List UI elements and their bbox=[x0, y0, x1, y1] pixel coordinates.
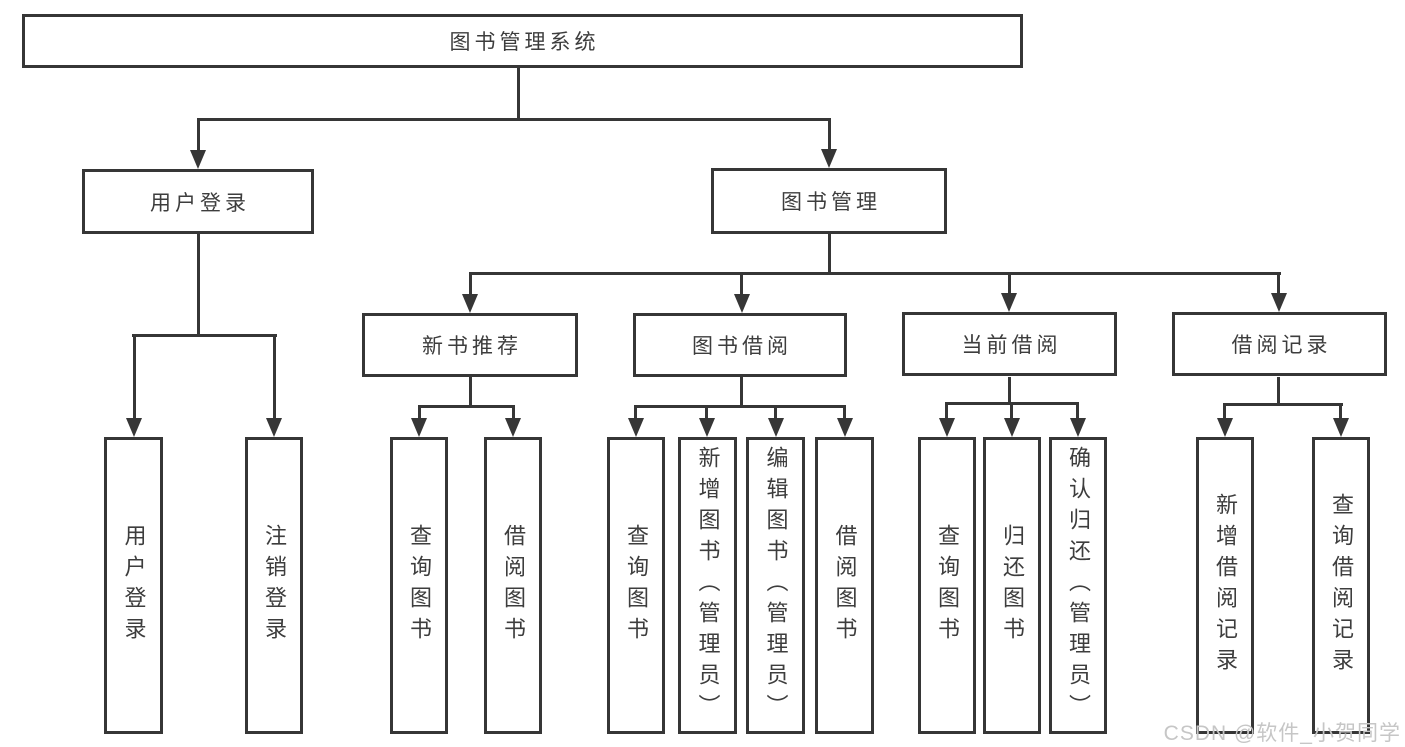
arrowhead-icon bbox=[266, 418, 282, 437]
connector-line bbox=[1224, 403, 1343, 406]
arrowhead-icon bbox=[768, 418, 784, 437]
connector-line bbox=[512, 405, 515, 420]
connector-line bbox=[1076, 402, 1079, 420]
node-current-borrowing: 当前借阅 bbox=[902, 312, 1117, 376]
arrowhead-icon bbox=[411, 418, 427, 437]
arrowhead-icon bbox=[628, 418, 644, 437]
connector-line bbox=[1008, 272, 1011, 298]
connector-line bbox=[132, 334, 277, 337]
connector-line bbox=[1339, 403, 1342, 418]
arrowhead-icon bbox=[1333, 418, 1349, 437]
connector-line bbox=[740, 377, 743, 408]
arrowhead-icon bbox=[734, 294, 750, 313]
arrowhead-icon bbox=[1271, 293, 1287, 312]
connector-line bbox=[828, 118, 831, 154]
connector-line bbox=[945, 402, 948, 420]
node-book-borrowing: 图书借阅 bbox=[633, 313, 847, 377]
node-book-management: 图书管理 bbox=[711, 168, 947, 234]
connector-line bbox=[1010, 402, 1013, 420]
connector-line bbox=[469, 377, 472, 408]
arrowhead-icon bbox=[821, 149, 837, 168]
arrowhead-icon bbox=[1001, 293, 1017, 312]
connector-line bbox=[469, 272, 472, 298]
connector-line bbox=[1277, 272, 1280, 298]
connector-line bbox=[197, 118, 831, 121]
leaf-add-books-admin: 新增图书（管理员） bbox=[678, 437, 737, 734]
leaf-logout: 注销登录 bbox=[245, 437, 303, 734]
connector-line bbox=[635, 405, 846, 408]
arrowhead-icon bbox=[126, 418, 142, 437]
connector-line bbox=[197, 118, 200, 154]
arrowhead-icon bbox=[837, 418, 853, 437]
connector-line bbox=[197, 234, 200, 337]
connector-line bbox=[1008, 377, 1011, 405]
leaf-confirm-return-admin: 确认归还（管理员） bbox=[1049, 437, 1107, 734]
watermark: CSDN @软件_小贺同学 bbox=[1163, 722, 1401, 745]
connector-line bbox=[1223, 403, 1226, 418]
connector-line bbox=[634, 405, 637, 420]
leaf-query-books-recommend: 查询图书 bbox=[390, 437, 448, 734]
arrowhead-icon bbox=[1004, 418, 1020, 437]
connector-line bbox=[1277, 377, 1280, 406]
arrowhead-icon bbox=[699, 418, 715, 437]
leaf-query-borrow-record: 查询借阅记录 bbox=[1312, 437, 1370, 734]
leaf-return-books: 归还图书 bbox=[983, 437, 1041, 734]
connector-line bbox=[133, 334, 136, 422]
node-borrowing-records: 借阅记录 bbox=[1172, 312, 1387, 376]
arrowhead-icon bbox=[190, 150, 206, 169]
connector-line bbox=[774, 405, 777, 420]
arrowhead-icon bbox=[1070, 418, 1086, 437]
leaf-borrow-books-recommend: 借阅图书 bbox=[484, 437, 542, 734]
node-user-login-group: 用户登录 bbox=[82, 169, 314, 234]
node-root-library-management-system: 图书管理系统 bbox=[22, 14, 1023, 68]
connector-line bbox=[273, 334, 276, 422]
leaf-add-borrow-record: 新增借阅记录 bbox=[1196, 437, 1254, 734]
connector-line bbox=[705, 405, 708, 420]
leaf-user-login: 用户登录 bbox=[104, 437, 163, 734]
arrowhead-icon bbox=[462, 294, 478, 313]
connector-line bbox=[418, 405, 421, 420]
connector-line bbox=[469, 272, 1281, 275]
leaf-query-books-current: 查询图书 bbox=[918, 437, 976, 734]
connector-line bbox=[517, 68, 520, 121]
connector-line bbox=[843, 405, 846, 420]
arrowhead-icon bbox=[939, 418, 955, 437]
leaf-borrow-books: 借阅图书 bbox=[815, 437, 874, 734]
leaf-query-books-borrowing: 查询图书 bbox=[607, 437, 665, 734]
leaf-edit-books-admin: 编辑图书（管理员） bbox=[746, 437, 805, 734]
connector-line bbox=[828, 234, 831, 275]
arrowhead-icon bbox=[505, 418, 521, 437]
arrowhead-icon bbox=[1217, 418, 1233, 437]
node-new-book-recommendation: 新书推荐 bbox=[362, 313, 578, 377]
connector-line bbox=[740, 272, 743, 298]
connector-line bbox=[418, 405, 515, 408]
